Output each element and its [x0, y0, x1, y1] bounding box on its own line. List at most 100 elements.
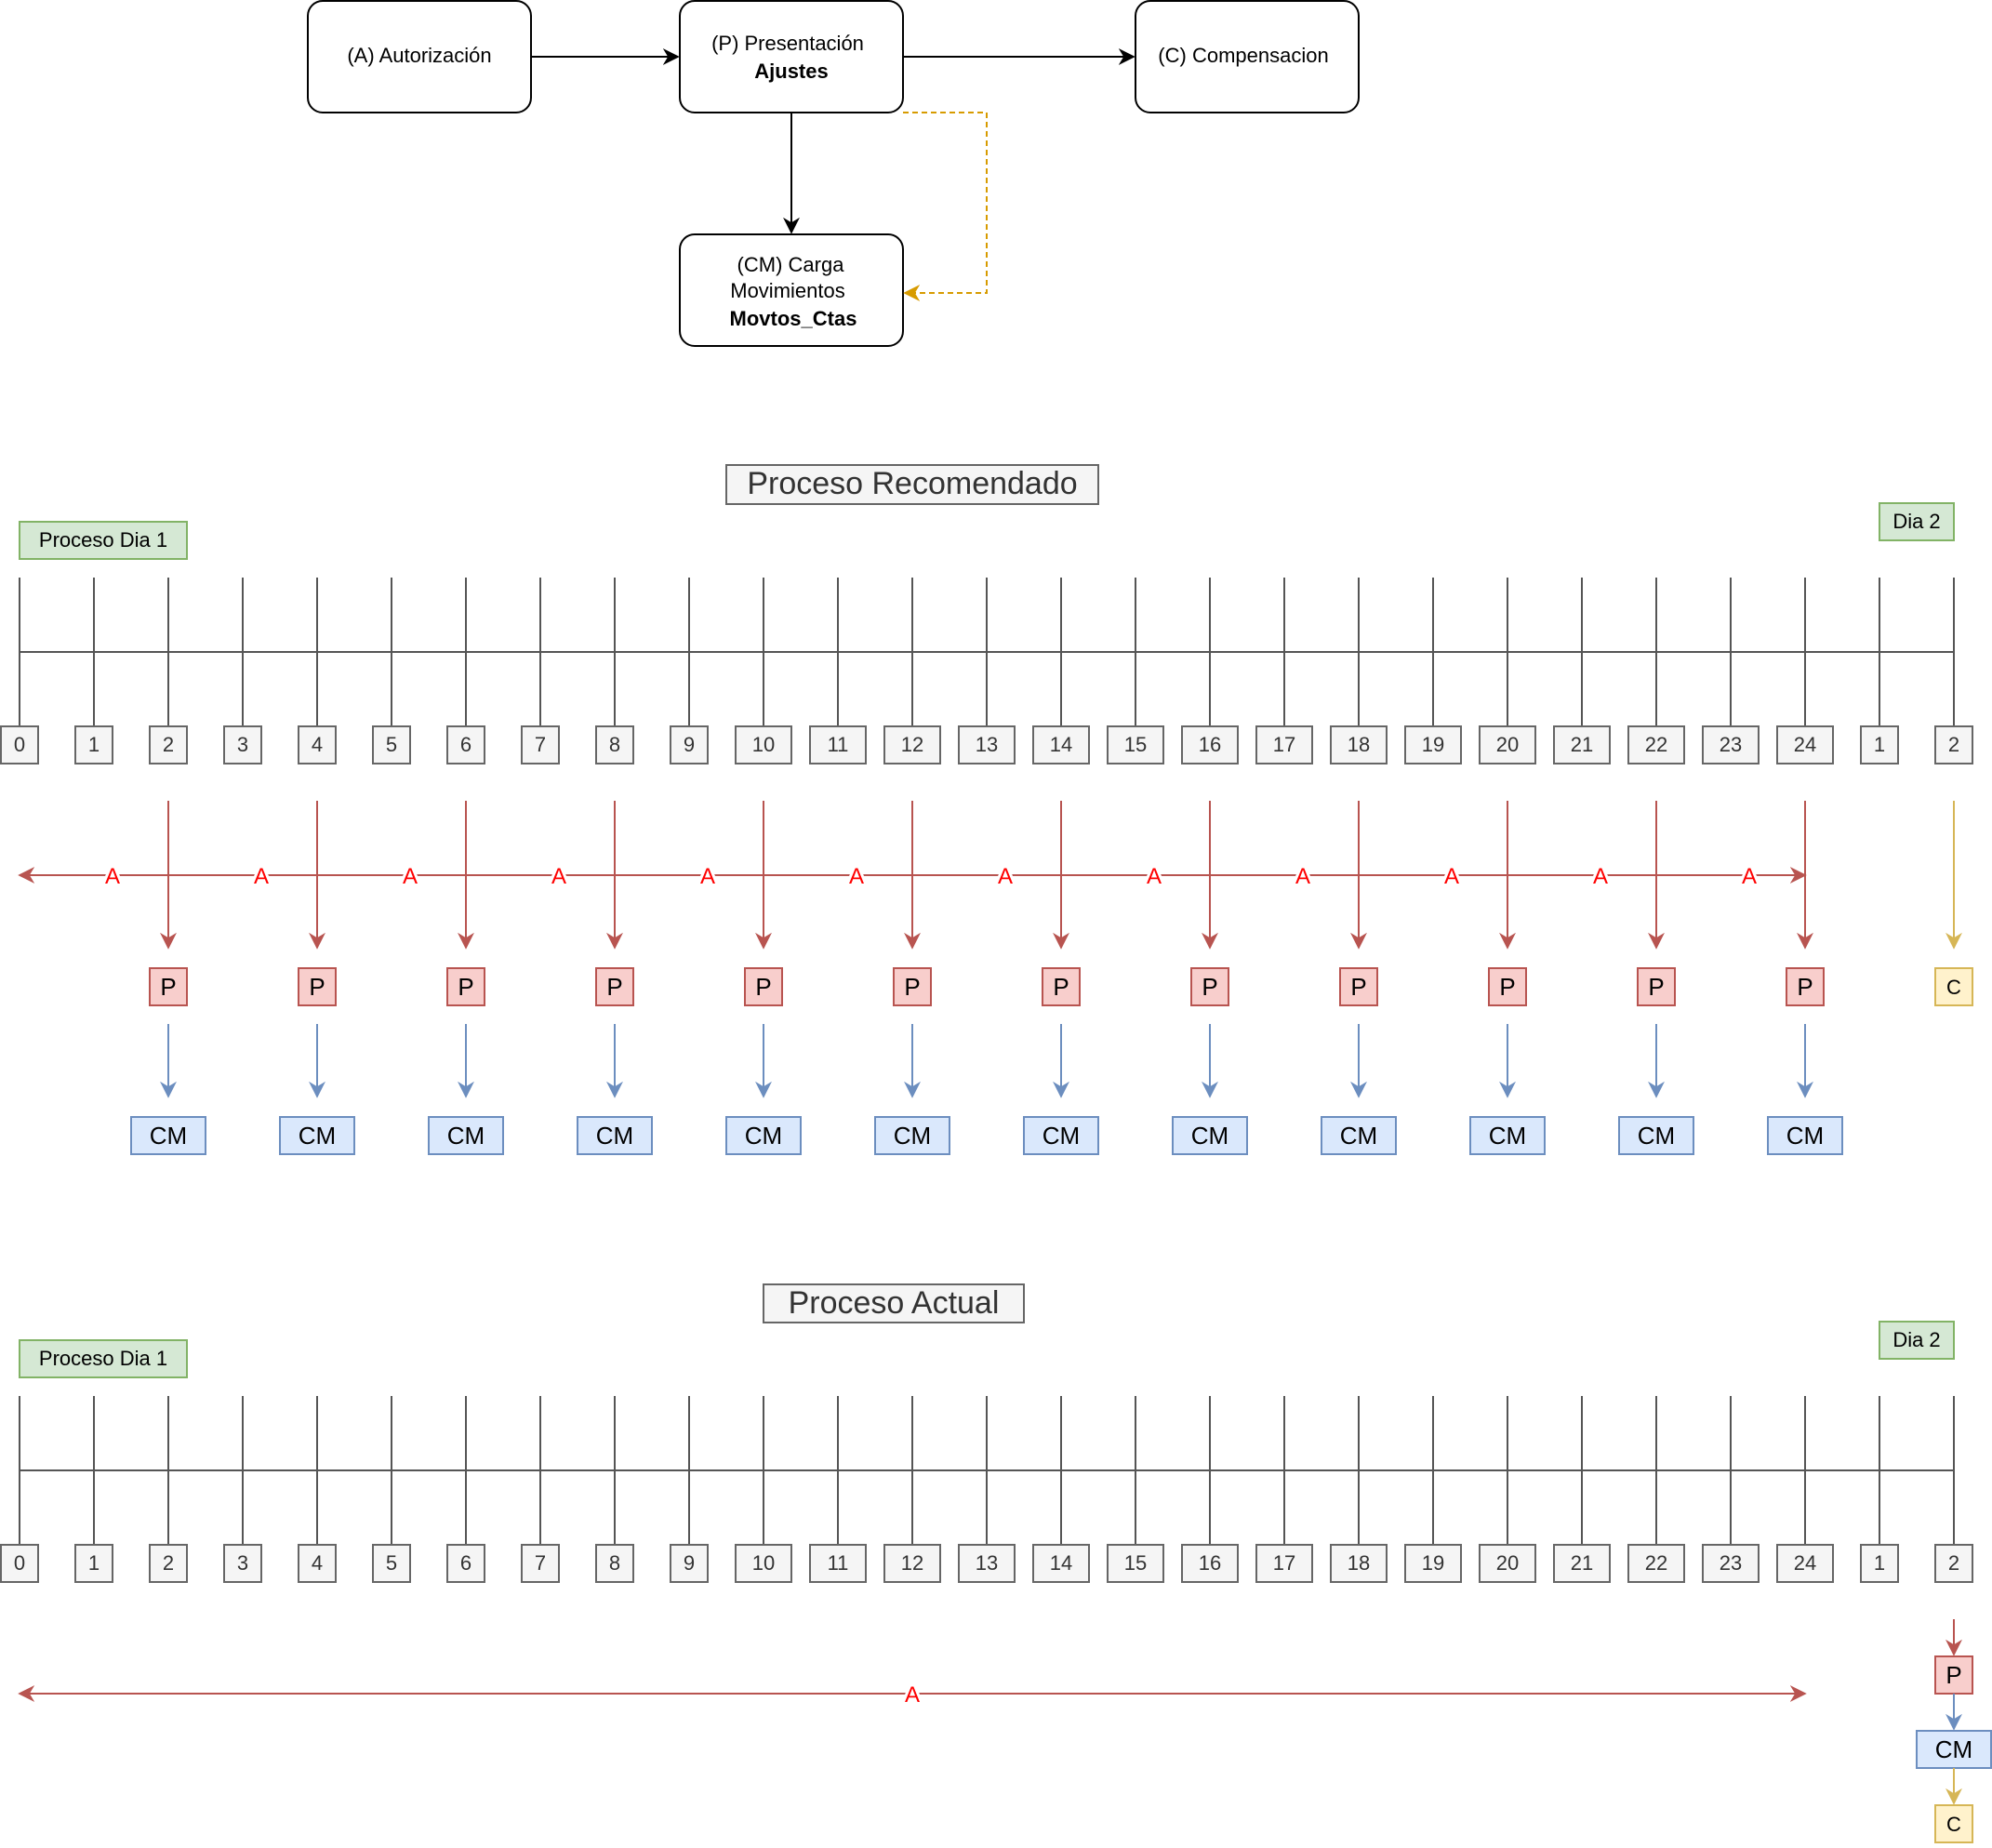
hour-label: 1 [88, 733, 100, 756]
compensacion-box [1934, 1804, 1973, 1843]
hour-label: 2 [1948, 1551, 1959, 1575]
presentacion-label: P [755, 973, 771, 1001]
hour-label-box [1404, 1544, 1462, 1583]
carga-box [1618, 1116, 1694, 1155]
compensacion-label: (C) Compensacion [1158, 44, 1328, 67]
carga-box [1172, 1116, 1248, 1155]
day1-badge [19, 521, 188, 560]
hour-label-box [1181, 1544, 1239, 1583]
hour-label: 9 [684, 1551, 695, 1575]
presentacion-label: P [1648, 973, 1664, 1001]
carga-label: CM [745, 1122, 782, 1150]
flow-diagram: (A) Autorización (P) Presentación Ajuste… [307, 0, 1360, 347]
presentacion-label: P [1499, 973, 1515, 1001]
hour-label: 17 [1273, 733, 1295, 756]
hour-label-box [149, 725, 188, 764]
hour-label: 16 [1199, 733, 1221, 756]
day1-label: Proceso Dia 1 [39, 1347, 167, 1370]
hour-label: 3 [237, 1551, 248, 1575]
day2-label: Dia 2 [1892, 1328, 1940, 1351]
hour-label-box [298, 725, 337, 764]
presentacion-box [1934, 1655, 1973, 1695]
day1-label: Proceso Dia 1 [39, 528, 167, 552]
compensacion-label: C [1946, 1813, 1961, 1836]
hour-label: 24 [1794, 1551, 1816, 1575]
hour-label: 1 [88, 1551, 100, 1575]
carga-label: CM [894, 1122, 931, 1150]
carga-box [1023, 1116, 1099, 1155]
hour-label-box [223, 1544, 262, 1583]
authorization-label: A [551, 864, 566, 889]
hour-label: 5 [386, 733, 397, 756]
section-title: Proceso Actual [789, 1285, 1000, 1321]
hour-label: 21 [1571, 1551, 1593, 1575]
hour-label-box [1553, 1544, 1611, 1583]
hour-label-box [1479, 1544, 1536, 1583]
presentacion-box [1786, 967, 1825, 1006]
hour-label: 0 [14, 733, 25, 756]
presentacion-label: P [1053, 973, 1069, 1001]
hour-label: 6 [460, 1551, 471, 1575]
authorization-label: A [254, 864, 269, 889]
authorization-label: A [105, 864, 120, 889]
hour-label: 8 [609, 733, 620, 756]
carga-label: CM [596, 1122, 633, 1150]
carga-label: CM [150, 1122, 187, 1150]
authorization-label: A [1295, 864, 1310, 889]
section-recomendado: Proceso Recomendado Proceso Dia 1 Dia 2 … [0, 464, 1973, 1155]
hour-label: 20 [1496, 733, 1519, 756]
carga-box [725, 1116, 802, 1155]
carga-label: CM [1042, 1122, 1080, 1150]
authorization-label: A [849, 864, 864, 889]
hour-label-box [883, 1544, 941, 1583]
hour-label-box [372, 725, 411, 764]
authorization-label: A [1742, 864, 1757, 889]
carga-label: CM [1489, 1122, 1526, 1150]
presentacion-label: P [1350, 973, 1366, 1001]
carga-label: CM [447, 1122, 485, 1150]
presentacion-box [893, 967, 932, 1006]
presentacion-box [744, 967, 783, 1006]
hour-label-box [74, 725, 113, 764]
hour-label: 20 [1496, 1551, 1519, 1575]
authorization-label: A [403, 864, 418, 889]
hour-label: 4 [312, 733, 323, 756]
hour-label-box [1032, 1544, 1090, 1583]
hour-label-box [1330, 1544, 1388, 1583]
hour-label: 9 [684, 733, 695, 756]
hour-label-box [1479, 725, 1536, 764]
hour-label-box [670, 1544, 709, 1583]
hour-label: 7 [535, 733, 546, 756]
hour-label: 24 [1794, 733, 1816, 756]
hour-label: 23 [1720, 733, 1742, 756]
authorization-label: A [998, 864, 1013, 889]
hour-label-box [1627, 1544, 1685, 1583]
hour-label: 14 [1050, 733, 1072, 756]
hour-label-box [1553, 725, 1611, 764]
hour-label-box [958, 725, 1016, 764]
hour-label-box [446, 725, 485, 764]
section-title-box [763, 1283, 1025, 1323]
hour-label-box [958, 1544, 1016, 1583]
hour-label: 22 [1645, 1551, 1667, 1575]
hour-label-box [1776, 1544, 1834, 1583]
presentacion-box [1042, 967, 1081, 1006]
hour-label-box [521, 1544, 560, 1583]
hour-label: 16 [1199, 1551, 1221, 1575]
carga-node [679, 233, 904, 347]
hour-label: 3 [237, 733, 248, 756]
hour-label: 4 [312, 1551, 323, 1575]
hour-label: 21 [1571, 733, 1593, 756]
hour-label: 8 [609, 1551, 620, 1575]
hour-label-box [1330, 725, 1388, 764]
hour-label-box [1702, 725, 1760, 764]
autorizacion-label: (A) Autorización [347, 44, 491, 67]
section-title: Proceso Recomendado [747, 466, 1077, 501]
hour-label: 22 [1645, 733, 1667, 756]
presentacion-box [1190, 967, 1229, 1006]
hour-label-box [735, 725, 792, 764]
hour-label: 18 [1348, 733, 1370, 756]
